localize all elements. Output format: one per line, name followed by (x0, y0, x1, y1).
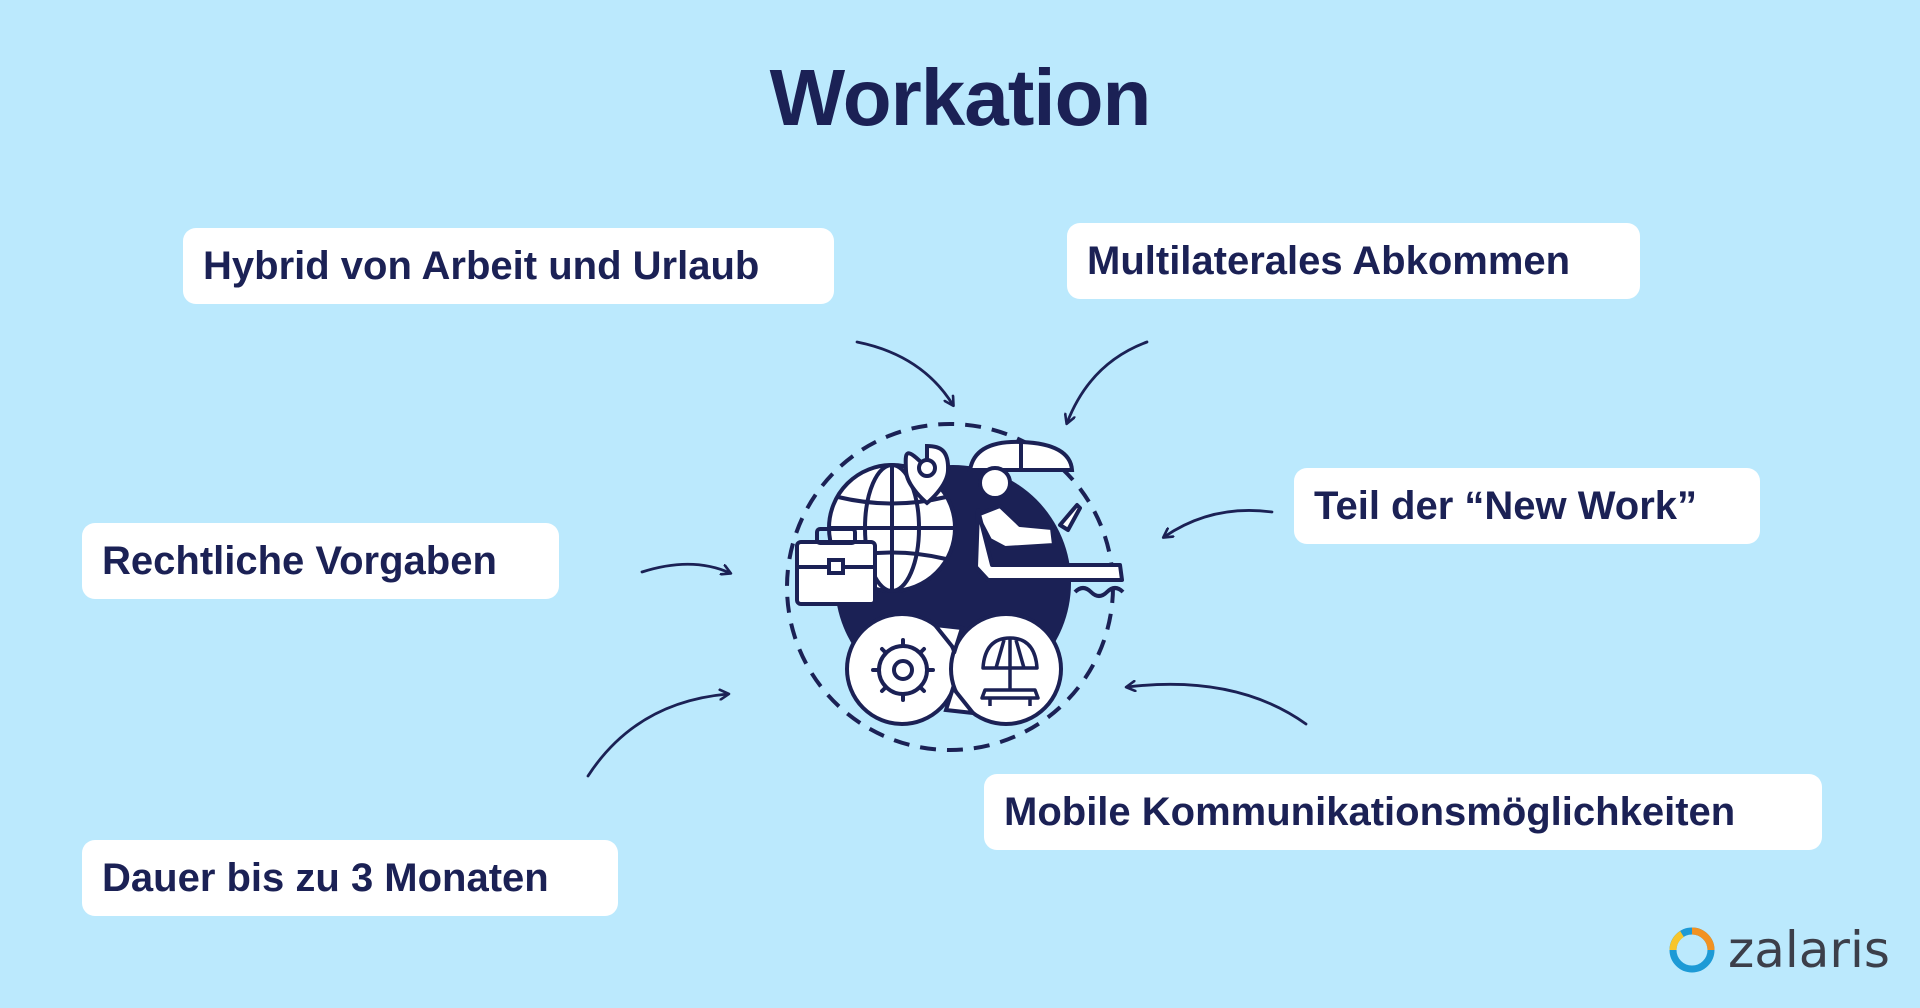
label-new-work: Teil der “New Work” (1294, 468, 1760, 544)
arrow-from-mobile (1127, 684, 1308, 726)
label-legal-requirements: Rechtliche Vorgaben (82, 523, 559, 599)
arrow-from-duration (586, 694, 728, 778)
arrow-from-multilateral (1067, 340, 1149, 423)
label-mobile-communication: Mobile Kommunikationsmöglichkeiten (984, 774, 1822, 850)
location-pin-icon (903, 443, 951, 506)
gear-icon (871, 638, 935, 702)
arrow-from-new-work (1164, 509, 1274, 537)
beach-umbrella-icon (967, 439, 1075, 472)
label-duration: Dauer bis zu 3 Monaten (82, 840, 618, 916)
small-beach-umbrella-icon (980, 636, 1040, 706)
briefcase-icon (795, 527, 877, 606)
zalaris-logo-text: zalaris (1728, 921, 1890, 979)
page-title: Workation (769, 53, 1152, 142)
label-hybrid-work-vacation: Hybrid von Arbeit und Urlaub (183, 228, 834, 304)
arrow-from-legal (640, 562, 730, 573)
label-multilateral-agreement: Multilaterales Abkommen (1067, 223, 1640, 299)
arrow-from-hybrid (855, 340, 953, 405)
person-lounging-laptop-icon (974, 466, 1125, 598)
zalaris-logo: zalaris (1668, 920, 1898, 980)
zalaris-swirl-logo-icon (1669, 927, 1715, 973)
